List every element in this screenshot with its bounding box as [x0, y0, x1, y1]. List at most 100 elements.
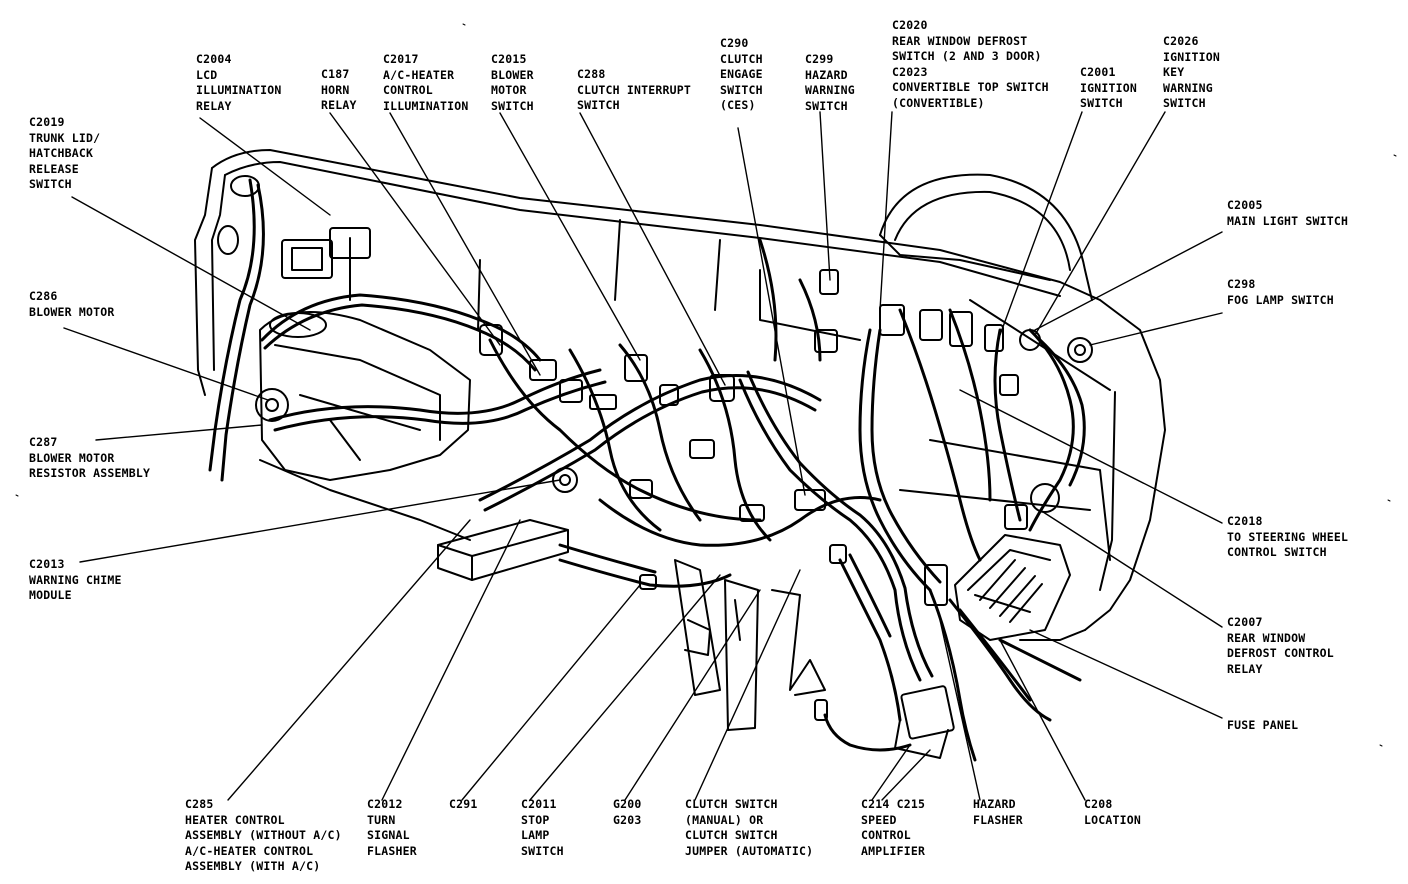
label-line: FUSE PANEL [1227, 718, 1299, 732]
label-line: HEATER CONTROL [185, 812, 285, 827]
label-line: HORN [321, 82, 350, 97]
left-switch-blocks [217, 175, 371, 279]
heater-blower-housing [255, 311, 471, 481]
label-line: (CES) [720, 98, 756, 112]
label-line: BLOWER [491, 67, 534, 82]
label-line: SWITCH [577, 98, 620, 112]
label-line: SWITCH [491, 98, 534, 113]
label-line: (CONVERTIBLE) [892, 95, 985, 110]
label-line: MAIN LIGHT SWITCH [1227, 213, 1349, 228]
label-line: CONVERTIBLE TOP SWITCH [892, 80, 1049, 94]
label-line: WARNING CHIME [29, 572, 122, 587]
label-line: C2026 [1163, 34, 1199, 48]
label-line: C291 [449, 797, 478, 811]
label-line: JUMPER (AUTOMATIC) [685, 843, 814, 858]
label-line: WARNING [1163, 80, 1213, 95]
label-line: BLOWER MOTOR [29, 450, 115, 465]
label-line: LOCATION [1084, 812, 1141, 827]
label-line: REAR WINDOW DEFROST [892, 33, 1028, 48]
label-line: SWITCH [720, 82, 763, 97]
label-line: TURN [367, 812, 396, 827]
label-line: TRUNK LID/ [29, 130, 101, 145]
label-line: G200 [613, 797, 642, 811]
label-line: DEFROST CONTROL [1227, 646, 1334, 660]
label-line: C2023 [892, 64, 928, 79]
label-line: CONTROL SWITCH [1227, 545, 1327, 559]
label-line: LCD [196, 67, 218, 82]
label-line: WARNING [805, 83, 855, 97]
label-line: CONTROL [861, 828, 911, 842]
label-line: C2020 [892, 18, 928, 32]
label-line: ILLUMINATION [383, 98, 469, 113]
label-line: C298 [1227, 277, 1256, 291]
label-line: ASSEMBLY (WITH A/C) [185, 859, 321, 873]
label-line: CLUTCH [720, 51, 763, 66]
label-line: IGNITION [1080, 80, 1137, 95]
label-line: RELEASE [29, 161, 79, 176]
label-line: LAMP [521, 828, 550, 842]
label-line: BLOWER MOTOR [29, 304, 115, 319]
label-line: SIGNAL [367, 828, 410, 842]
label-line: RELAY [196, 98, 232, 113]
label-line: REAR WINDOW [1227, 630, 1306, 645]
label-line: C214 C215 [861, 797, 926, 811]
label-line: C2019 [29, 115, 65, 129]
label-line: SWITCH [521, 843, 564, 858]
label-line: SPEED [861, 812, 897, 827]
label-line: RESISTOR ASSEMBLY [29, 466, 151, 480]
label-line: C2013 [29, 557, 65, 571]
label-line: AMPLIFIER [861, 843, 926, 858]
steering-column-shroud [879, 173, 1093, 301]
label-line: ENGAGE [720, 67, 763, 81]
label-line: SWITCH (2 AND 3 DOOR) [892, 49, 1042, 63]
label-line: IGNITION [1163, 49, 1220, 64]
label-line: (MANUAL) OR [685, 812, 764, 827]
label-line: C2018 [1227, 514, 1263, 528]
label-line: CLUTCH SWITCH [685, 828, 778, 842]
label-line: C2005 [1227, 198, 1263, 212]
callout-leader-lines [63, 111, 1223, 801]
label-line: C286 [29, 289, 58, 303]
label-line: MOTOR [491, 83, 527, 97]
scan-specks [15, 23, 1397, 747]
label-line: SWITCH [29, 177, 72, 191]
dashboard-outline [194, 149, 1166, 641]
wiring-harness [208, 178, 1086, 762]
label-line: KEY [1163, 65, 1185, 79]
label-line: C2004 [196, 52, 232, 66]
label-line: ASSEMBLY (WITHOUT A/C) [185, 828, 342, 842]
label-line: SWITCH [1080, 96, 1123, 110]
label-line: C290 [720, 36, 749, 50]
speed-control-amplifier [894, 685, 955, 759]
label-line: A/C-HEATER [383, 67, 455, 82]
label-line: FLASHER [973, 812, 1023, 827]
label-line: TO STEERING WHEEL [1227, 529, 1349, 544]
label-line: C299 [805, 52, 834, 66]
label-line: FOG LAMP SWITCH [1227, 292, 1334, 307]
label-line: C208 [1084, 797, 1113, 811]
label-line: CONTROL [383, 83, 433, 97]
label-line: C187 [321, 67, 350, 81]
label-c291: C291 [449, 797, 478, 813]
label-line: C2011 [521, 797, 557, 811]
label-line: CLUTCH INTERRUPT [577, 82, 691, 97]
label-line: CLUTCH SWITCH [685, 797, 778, 811]
